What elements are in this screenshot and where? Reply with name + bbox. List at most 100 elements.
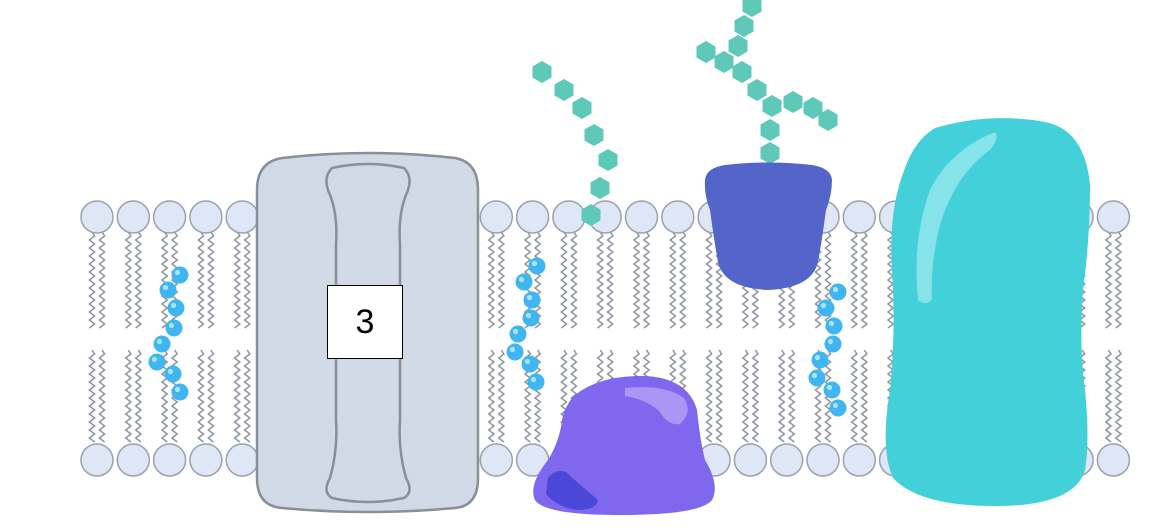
cholesterol-bead-shine — [509, 346, 516, 353]
lipid-tail — [233, 231, 242, 329]
phospholipid-head — [80, 443, 114, 477]
carbohydrate-chain — [696, 0, 838, 164]
integral-protein — [885, 118, 1090, 507]
lipid-tail — [570, 231, 578, 329]
phospholipid-head — [479, 443, 514, 477]
sugar-unit — [572, 97, 592, 119]
phospholipid-head — [152, 443, 187, 477]
cholesterol-bead — [522, 309, 540, 327]
phospholipid-head — [842, 443, 877, 477]
phospholipid-head — [1132, 215, 1133, 219]
cholesterol — [506, 257, 546, 391]
phospholipid-head — [1096, 200, 1131, 234]
phospholipid-head — [515, 200, 550, 234]
cholesterol-bead — [829, 283, 847, 301]
lipid-tail — [207, 349, 215, 443]
lipid-tail — [1142, 232, 1147, 328]
phospholipid-head — [116, 200, 151, 234]
phospholipid-head — [661, 200, 695, 234]
lipid-tail — [243, 231, 252, 329]
phospholipid-head — [769, 443, 804, 477]
cholesterol-bead-shine — [518, 276, 525, 283]
protein-label-3: 3 — [327, 285, 403, 359]
sugar-unit — [590, 177, 610, 199]
phospholipid-head — [479, 200, 514, 234]
sugar-unit — [554, 79, 574, 101]
lipid-tail — [678, 231, 687, 329]
peripheral-protein-shadow — [546, 470, 598, 510]
cholesterol-bead — [824, 335, 842, 353]
sugar-unit — [783, 91, 803, 113]
lipid-tail — [207, 231, 215, 329]
lipid-tail — [197, 349, 205, 443]
cholesterol-bead — [159, 281, 177, 299]
lipid-tail — [134, 231, 143, 329]
cholesterol-bead-shine — [525, 312, 532, 319]
lipid-tail — [668, 231, 677, 329]
sugar-unit — [760, 119, 780, 141]
lipid-tail — [1104, 231, 1113, 329]
sugar-unit — [581, 204, 601, 226]
lipid-tail — [497, 231, 506, 329]
lipid-tail — [487, 231, 496, 329]
cholesterol-bead-shine — [174, 269, 181, 276]
cholesterol-bead-shine — [832, 286, 839, 293]
cholesterol-bead-shine — [170, 302, 177, 309]
cholesterol-bead-shine — [832, 402, 839, 409]
cholesterol-bead-shine — [162, 284, 169, 291]
phospholipid-head — [225, 443, 259, 477]
lipid-tail — [497, 349, 506, 443]
lipid-tail — [850, 231, 859, 329]
cholesterol-bead — [808, 369, 826, 387]
lipid-tail — [606, 231, 615, 329]
cholesterol-bead — [515, 273, 533, 291]
cholesterol-bead — [811, 351, 829, 369]
lipid-tail — [751, 349, 760, 443]
cholesterol-bead — [171, 383, 189, 401]
peripheral-protein — [533, 375, 715, 515]
lipid-tail — [642, 231, 651, 329]
cholesterol-bead — [164, 365, 182, 383]
cholesterol — [808, 283, 847, 417]
cholesterol-bead — [171, 266, 189, 284]
lipid-tail — [243, 349, 252, 443]
cholesterol-bead — [167, 299, 185, 317]
peripheral-protein-highlight — [625, 387, 688, 425]
glycoprotein — [704, 162, 832, 290]
cholesterol-bead-shine — [156, 338, 163, 345]
lipid-tail — [1142, 350, 1147, 442]
lipid-tail — [705, 349, 713, 443]
cholesterol-bead-shine — [814, 354, 821, 361]
cholesterol — [148, 266, 189, 401]
sugar-unit — [584, 124, 604, 146]
lipid-tail — [197, 231, 205, 329]
cholesterol-bead — [829, 399, 847, 417]
lipid-tail — [124, 349, 133, 443]
cholesterol-bead — [521, 355, 539, 373]
lipid-tail — [88, 231, 96, 329]
sugar-unit — [734, 15, 754, 37]
cholesterol-bead — [817, 299, 835, 317]
cholesterol-bead-shine — [167, 368, 174, 375]
lipid-tail — [98, 349, 106, 443]
lipid-tail — [741, 349, 750, 443]
lipid-tail — [715, 349, 723, 443]
phospholipid-head — [624, 200, 659, 234]
integral-protein-highlight — [916, 132, 997, 303]
lipid-tail — [886, 231, 895, 329]
protein-label-text: 3 — [355, 302, 375, 341]
sugar-unit — [760, 142, 780, 164]
sugar-unit — [732, 61, 752, 83]
lipid-tail — [88, 349, 96, 443]
phospholipid-head — [552, 200, 586, 234]
lipid-tail — [632, 231, 641, 329]
cholesterol-bead — [509, 325, 527, 343]
sugar-unit — [742, 0, 762, 17]
phospholipid-head — [1096, 443, 1131, 477]
lipid-tail — [777, 349, 786, 443]
lipid-tail — [787, 349, 796, 443]
phospholipid-head — [842, 200, 877, 234]
cholesterol-bead-shine — [530, 376, 537, 383]
